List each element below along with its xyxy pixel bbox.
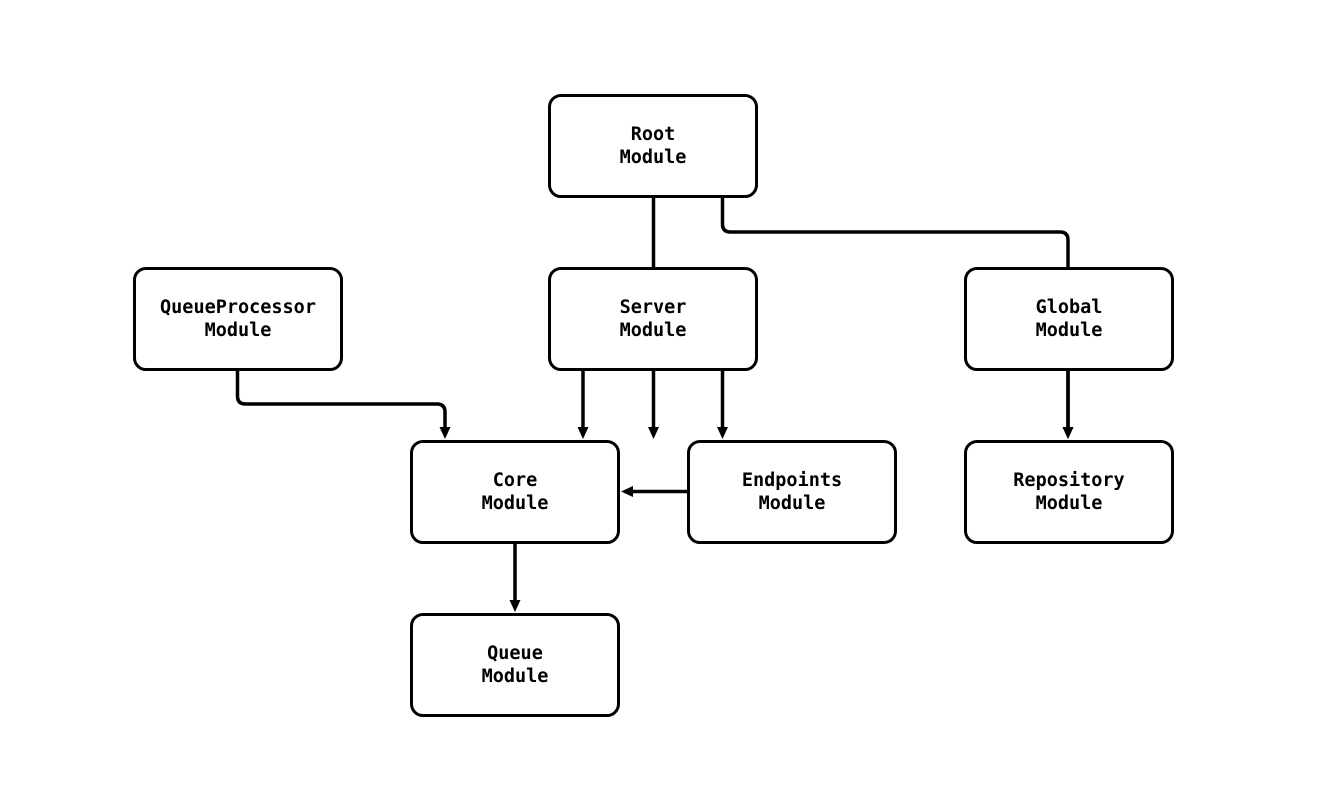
edge-root-to-global (720, 198, 1074, 439)
node-queue-module[interactable]: Queue Module (410, 613, 620, 717)
node-server-module-label: Server Module (619, 297, 687, 341)
node-queueprocessor-module[interactable]: QueueProcessor Module (133, 267, 343, 371)
node-repository-module-label: Repository Module (1013, 470, 1125, 514)
node-core-module[interactable]: Core Module (410, 440, 620, 544)
node-repository-module[interactable]: Repository Module (964, 440, 1174, 544)
node-root-module-label: Root Module (619, 124, 687, 168)
node-global-module-label: Global Module (1035, 297, 1103, 341)
node-endpoints-module[interactable]: Endpoints Module (687, 440, 897, 544)
node-queueprocessor-module-label: QueueProcessor Module (160, 297, 316, 341)
node-root-module[interactable]: Root Module (548, 94, 758, 198)
edge-queueprocessor-to-core (235, 371, 451, 439)
node-global-module[interactable]: Global Module (964, 267, 1174, 371)
node-server-module[interactable]: Server Module (548, 267, 758, 371)
node-queue-module-label: Queue Module (481, 643, 549, 687)
node-endpoints-module-label: Endpoints Module (741, 470, 843, 514)
node-core-module-label: Core Module (481, 470, 549, 514)
